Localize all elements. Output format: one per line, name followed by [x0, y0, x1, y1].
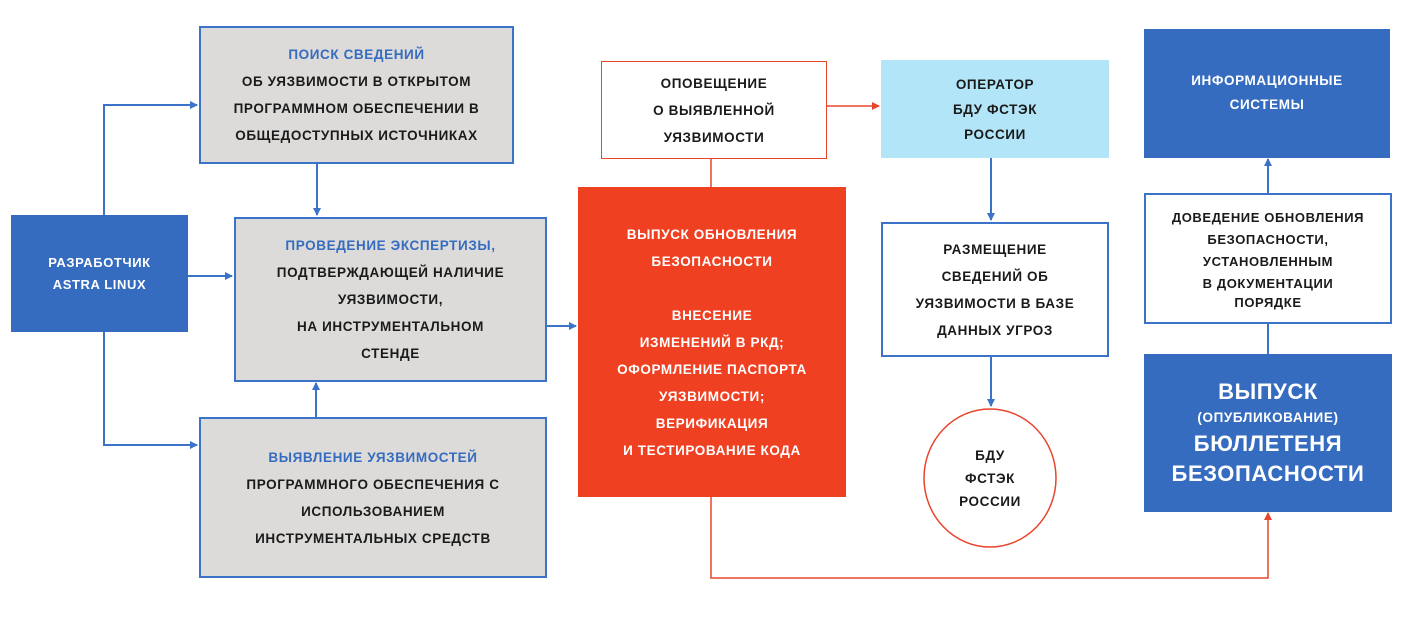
arrow-developer-to-detection	[103, 332, 198, 449]
notification-text: УЯЗВИМОСТИ	[663, 129, 765, 145]
search-text: ОБЩЕДОСТУПНЫХ ИСТОЧНИКАХ	[235, 128, 478, 143]
bdu-text: БДУ	[975, 447, 1005, 463]
detection-text: ИНСТРУМЕНТАЛЬНЫХ СРЕДСТВ	[255, 530, 491, 546]
expertise-title: ПРОВЕДЕНИЕ ЭКСПЕРТИЗЫ,	[285, 238, 496, 253]
developer-label: РАЗРАБОТЧИК	[48, 254, 151, 270]
bulletin-subtitle: (ОПУБЛИКОВАНИЕ)	[1197, 410, 1339, 425]
release-update-text: И ТЕСТИРОВАНИЕ КОДА	[623, 442, 801, 458]
expertise-text: НА ИНСТРУМЕНТАЛЬНОМ	[297, 319, 484, 334]
bdu-circle	[923, 408, 1057, 548]
bulletin-title: БЕЗОПАСНОСТИ	[1171, 461, 1365, 486]
placement-text: СВЕДЕНИЙ ОБ	[941, 268, 1049, 284]
arrow-developer-to-search	[103, 101, 198, 215]
detection-title: ВЫЯВЛЕНИЕ УЯЗВИМОСТЕЙ	[268, 449, 478, 465]
arrow-release-to-bulletin	[710, 496, 1272, 579]
operator-text: РОССИИ	[964, 126, 1026, 142]
delivery-text: ПОРЯДКЕ	[1234, 294, 1302, 310]
operator-text: ОПЕРАТОР	[955, 76, 1035, 92]
info-systems-text: СИСТЕМЫ	[1229, 97, 1305, 112]
placement-box: РАЗМЕЩЕНИЕ СВЕДЕНИЙ ОБ УЯЗВИМОСТИ В БАЗЕ…	[881, 222, 1109, 357]
info-systems-box: ИНФОРМАЦИОННЫЕ СИСТЕМЫ	[1144, 29, 1390, 158]
detection-text: ИСПОЛЬЗОВАНИЕМ	[301, 503, 445, 519]
notification-text: О ВЫЯВЛЕННОЙ	[653, 102, 775, 118]
bulletin-title: БЮЛЛЕТЕНЯ	[1193, 431, 1343, 456]
delivery-box: ДОВЕДЕНИЕ ОБНОВЛЕНИЯ БЕЗОПАСНОСТИ, УСТАН…	[1144, 193, 1392, 324]
search-text: ПРОГРАММНОМ ОБЕСПЕЧЕНИИ В	[233, 101, 480, 116]
operator-box: ОПЕРАТОР БДУ ФСТЭК РОССИИ	[881, 60, 1109, 158]
delivery-text: ДОВЕДЕНИЕ ОБНОВЛЕНИЯ	[1171, 209, 1365, 225]
bdu-circle-label: БДУ ФСТЭК РОССИИ	[924, 410, 1056, 546]
bdu-text: РОССИИ	[959, 493, 1021, 509]
expertise-text: УЯЗВИМОСТИ,	[337, 292, 444, 307]
release-update-text: УЯЗВИМОСТИ;	[659, 388, 765, 404]
info-systems-text: ИНФОРМАЦИОННЫЕ	[1191, 73, 1343, 88]
placement-text: ДАННЫХ УГРОЗ	[937, 322, 1053, 338]
delivery-text: В ДОКУМЕНТАЦИИ	[1202, 275, 1334, 291]
bulletin-box: ВЫПУСК (ОПУБЛИКОВАНИЕ) БЮЛЛЕТЕНЯ БЕЗОПАС…	[1144, 354, 1392, 512]
notification-box: ОПОВЕЩЕНИЕ О ВЫЯВЛЕННОЙ УЯЗВИМОСТИ	[601, 61, 827, 159]
search-title: ПОИСК СВЕДЕНИЙ	[288, 47, 425, 62]
delivery-text: БЕЗОПАСНОСТИ,	[1207, 231, 1329, 247]
release-update-text: ОФОРМЛЕНИЕ ПАСПОРТА	[617, 361, 807, 377]
release-update-text: ВЕРИФИКАЦИЯ	[655, 415, 769, 431]
detection-text: ПРОГРАММНОГО ОБЕСПЕЧЕНИЯ С	[246, 476, 500, 492]
release-update-text: ВНЕСЕНИЕ	[671, 307, 753, 323]
delivery-text: УСТАНОВЛЕННЫМ	[1202, 253, 1334, 269]
bdu-text: ФСТЭК	[964, 470, 1016, 486]
release-update-title: БЕЗОПАСНОСТИ	[651, 253, 773, 269]
operator-text: БДУ ФСТЭК	[952, 101, 1038, 117]
notification-text: ОПОВЕЩЕНИЕ	[660, 75, 768, 91]
expertise-box: ПРОВЕДЕНИЕ ЭКСПЕРТИЗЫ, ПОДТВЕРЖДАЮЩЕЙ НА…	[234, 217, 547, 382]
bulletin-title: ВЫПУСК	[1218, 379, 1318, 404]
search-text: ОБ УЯЗВИМОСТИ В ОТКРЫТОМ	[241, 74, 472, 89]
expertise-text: СТЕНДЕ	[361, 346, 420, 361]
placement-text: УЯЗВИМОСТИ В БАЗЕ	[915, 295, 1075, 311]
developer-box: РАЗРАБОТЧИК ASTRA LINUX	[11, 215, 188, 332]
placement-text: РАЗМЕЩЕНИЕ	[943, 241, 1047, 257]
detection-box: ВЫЯВЛЕНИЕ УЯЗВИМОСТЕЙ ПРОГРАММНОГО ОБЕСП…	[199, 417, 547, 578]
release-update-title: ВЫПУСК ОБНОВЛЕНИЯ	[626, 226, 798, 242]
expertise-text: ПОДТВЕРЖДАЮЩЕЙ НАЛИЧИЕ	[276, 265, 505, 280]
release-update-text: ИЗМЕНЕНИЙ В РКД;	[639, 334, 785, 350]
search-box: ПОИСК СВЕДЕНИЙ ОБ УЯЗВИМОСТИ В ОТКРЫТОМ …	[199, 26, 514, 164]
developer-label: ASTRA LINUX	[52, 276, 147, 292]
release-update-box: ВЫПУСК ОБНОВЛЕНИЯ БЕЗОПАСНОСТИ ВНЕСЕНИЕ …	[578, 187, 846, 497]
